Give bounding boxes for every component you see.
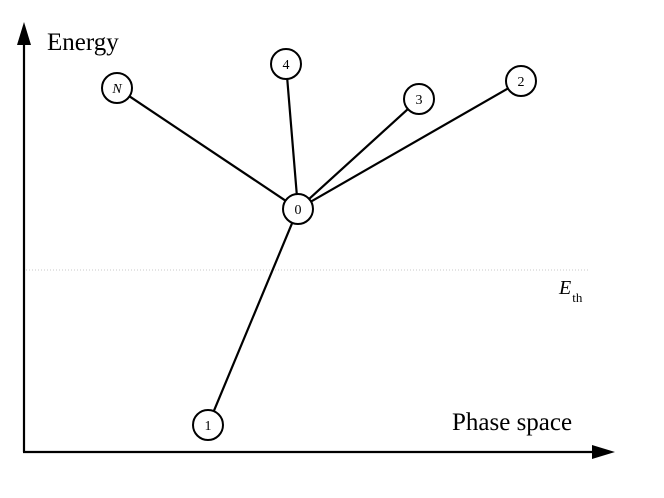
edge-0-to-1: [212, 221, 294, 413]
x-axis-label: Phase space: [452, 409, 572, 436]
node-label: 0: [295, 203, 302, 218]
edge-0-to-4: [286, 77, 298, 196]
node-label: 2: [518, 75, 525, 90]
y-axis-arrowhead: [17, 22, 31, 45]
node-circle: [270, 48, 302, 80]
nodes-group: 0 1 2 3 4N: [101, 48, 537, 441]
node-label: 4: [283, 58, 290, 73]
node-circle: [505, 65, 537, 97]
node-circle: [403, 83, 435, 115]
y-axis-label: Energy: [47, 29, 119, 56]
node-0: 0: [282, 193, 314, 225]
node-label: 3: [416, 93, 423, 108]
threshold-subscript: th: [572, 290, 583, 305]
node-label: N: [111, 82, 122, 97]
edge-0-to-3: [307, 107, 410, 201]
edge-0-to-2: [309, 87, 510, 203]
node-1: 1: [192, 409, 224, 441]
node-circle: [192, 409, 224, 441]
node-circle: [282, 193, 314, 225]
edges-group: [128, 77, 510, 413]
x-axis-arrowhead: [592, 445, 615, 459]
node-N: N: [101, 72, 133, 104]
edge-0-to-N: [128, 95, 287, 202]
threshold-symbol: E: [558, 277, 571, 299]
node-label: 1: [205, 419, 212, 434]
node-3: 3: [403, 83, 435, 115]
node-circle: [101, 72, 133, 104]
threshold-label: Eth: [558, 277, 583, 305]
node-2: 2: [505, 65, 537, 97]
node-4: 4: [270, 48, 302, 80]
